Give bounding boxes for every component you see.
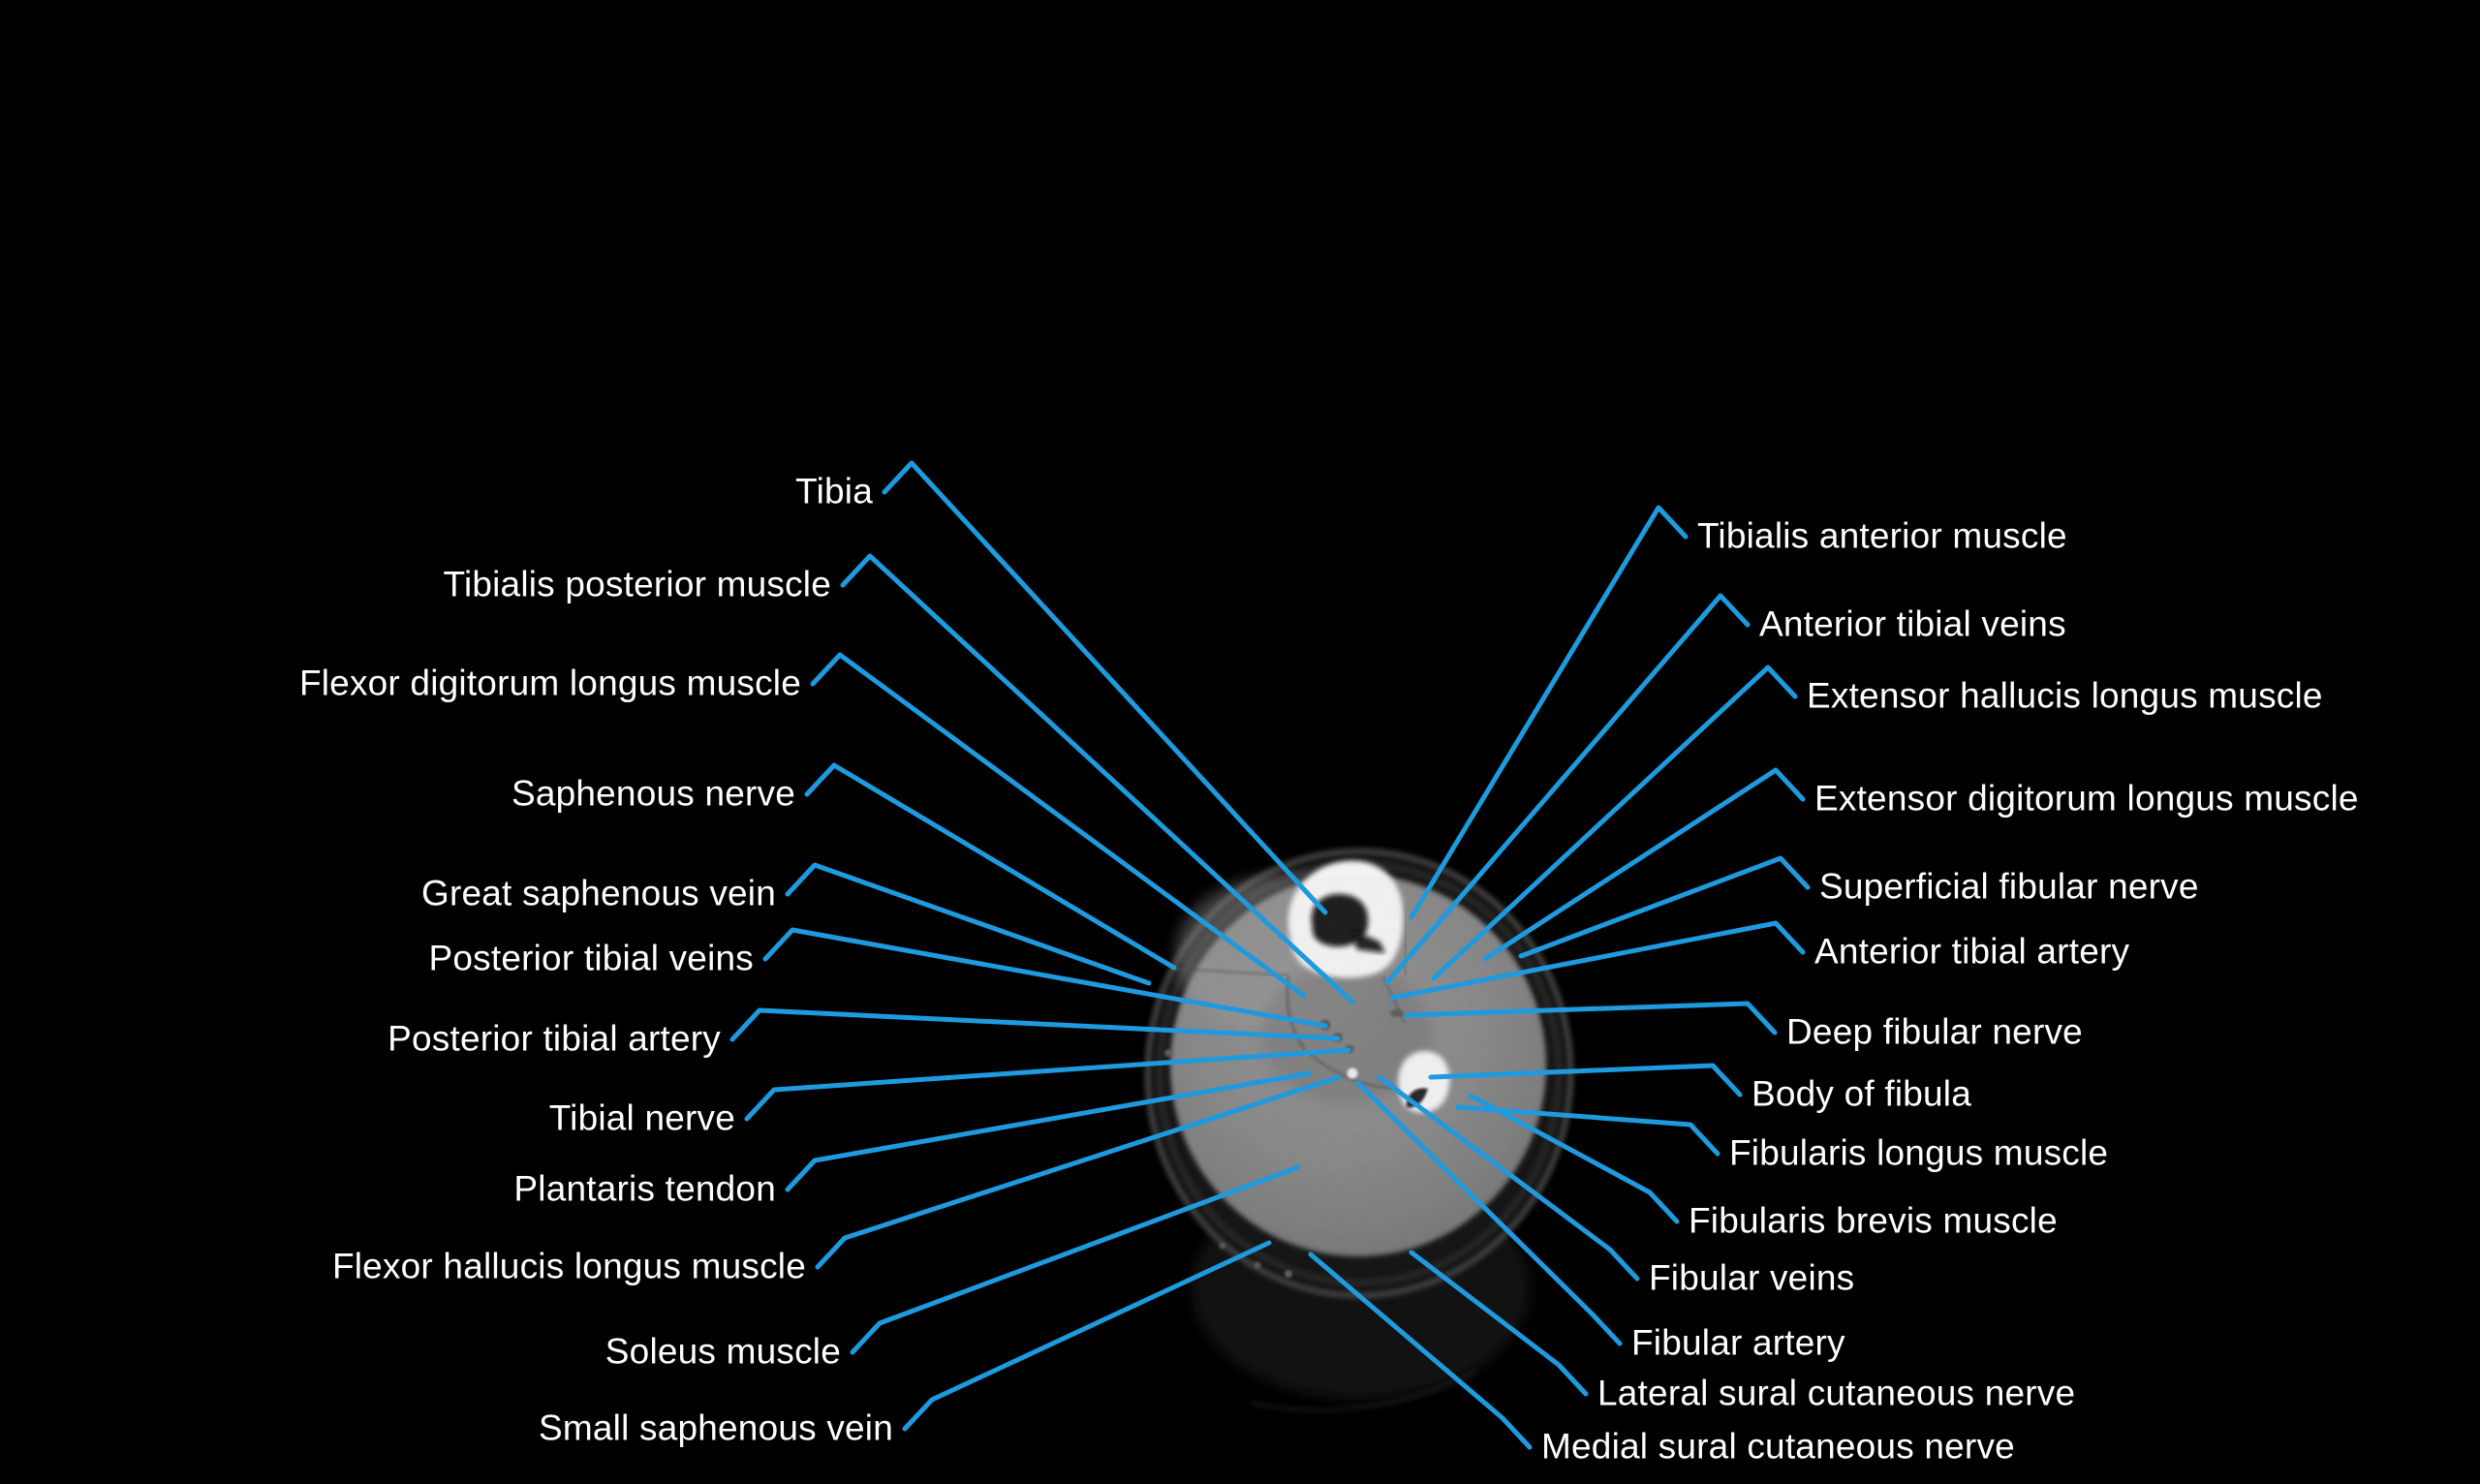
leader-line-tibialis-posterior-muscle <box>840 553 1355 1005</box>
label-deep-fibular-nerve: Deep fibular nerve <box>1786 1011 2083 1052</box>
label-posterior-tibial-veins: Posterior tibial veins <box>428 938 754 978</box>
label-fibularis-brevis-muscle: Fibularis brevis muscle <box>1689 1200 2058 1241</box>
leader-line-lateral-sural-cutaneous-nerve <box>1409 1250 1589 1397</box>
leader-line-fibular-veins <box>1377 1074 1640 1282</box>
leader-line-posterior-tibial-artery <box>729 1007 1341 1042</box>
label-small-saphenous-vein: Small saphenous vein <box>539 1407 893 1448</box>
label-tibialis-posterior-muscle: Tibialis posterior muscle <box>443 564 831 604</box>
leader-line-fibularis-brevis-muscle <box>1468 1093 1680 1224</box>
label-fibular-veins: Fibular veins <box>1649 1257 1855 1298</box>
label-tibialis-anterior-muscle: Tibialis anterior muscle <box>1697 515 2067 556</box>
leader-line-posterior-tibial-veins <box>762 927 1328 1029</box>
leader-lines-layer <box>729 460 1811 1450</box>
leader-line-small-saphenous-vein <box>902 1240 1272 1432</box>
faint-gastrocnemius-arc <box>1249 1369 1478 1412</box>
label-extensor-digitorum-longus-muscle: Extensor digitorum longus muscle <box>1814 778 2359 819</box>
label-body-of-fibula: Body of fibula <box>1752 1073 1972 1114</box>
leader-line-fibular-artery <box>1355 1080 1623 1346</box>
label-plantaris-tendon: Plantaris tendon <box>513 1168 776 1209</box>
leader-line-tibia <box>882 460 1328 915</box>
label-anterior-tibial-artery: Anterior tibial artery <box>1814 931 2130 972</box>
label-anterior-tibial-veins: Anterior tibial veins <box>1759 603 2066 644</box>
leader-line-tibial-nerve <box>744 1047 1351 1122</box>
leader-line-flexor-hallucis-longus-muscle <box>815 1074 1342 1270</box>
leader-line-medial-sural-cutaneous-nerve <box>1308 1252 1533 1450</box>
label-saphenous-nerve: Saphenous nerve <box>511 773 795 814</box>
label-great-saphenous-vein: Great saphenous vein <box>420 873 776 913</box>
label-medial-sural-cutaneous-nerve: Medial sural cutaneous nerve <box>1541 1426 2015 1467</box>
leader-line-flexor-digitorum-longus-muscle <box>810 652 1307 999</box>
leader-line-extensor-hallucis-longus-muscle <box>1431 665 1798 981</box>
leader-line-plantaris-tendon <box>785 1070 1313 1192</box>
leader-line-saphenous-nerve <box>804 762 1177 971</box>
leader-line-deep-fibular-nerve <box>1404 1001 1778 1036</box>
leader-line-tibialis-anterior-muscle <box>1409 505 1689 920</box>
leader-line-fibularis-longus-muscle <box>1455 1104 1720 1157</box>
label-superficial-fibular-nerve: Superficial fibular nerve <box>1819 866 2199 907</box>
leader-line-extensor-digitorum-longus-muscle <box>1482 767 1806 962</box>
leader-line-anterior-tibial-veins <box>1384 593 1751 985</box>
leader-line-great-saphenous-vein <box>785 862 1152 986</box>
label-extensor-hallucis-longus-muscle: Extensor hallucis longus muscle <box>1807 675 2323 716</box>
leg-cross-section <box>1144 848 1574 1412</box>
label-tibial-nerve: Tibial nerve <box>548 1098 735 1138</box>
leader-line-soleus-muscle <box>850 1164 1301 1355</box>
label-soleus-muscle: Soleus muscle <box>604 1331 841 1372</box>
leader-line-superficial-fibular-nerve <box>1518 855 1811 959</box>
fat-speckles <box>1164 1049 1292 1278</box>
label-flexor-hallucis-longus-muscle: Flexor hallucis longus muscle <box>331 1246 806 1286</box>
label-fibular-artery: Fibular artery <box>1631 1322 1845 1363</box>
label-fibularis-longus-muscle: Fibularis longus muscle <box>1729 1132 2109 1173</box>
label-lateral-sural-cutaneous-nerve: Lateral sural cutaneous nerve <box>1597 1373 2076 1413</box>
label-posterior-tibial-artery: Posterior tibial artery <box>388 1018 721 1059</box>
label-flexor-digitorum-longus-muscle: Flexor digitorum longus muscle <box>298 663 801 703</box>
label-tibia: Tibia <box>795 471 873 511</box>
leader-line-body-of-fibula <box>1428 1063 1743 1098</box>
leader-line-anterior-tibial-artery <box>1389 920 1806 1001</box>
